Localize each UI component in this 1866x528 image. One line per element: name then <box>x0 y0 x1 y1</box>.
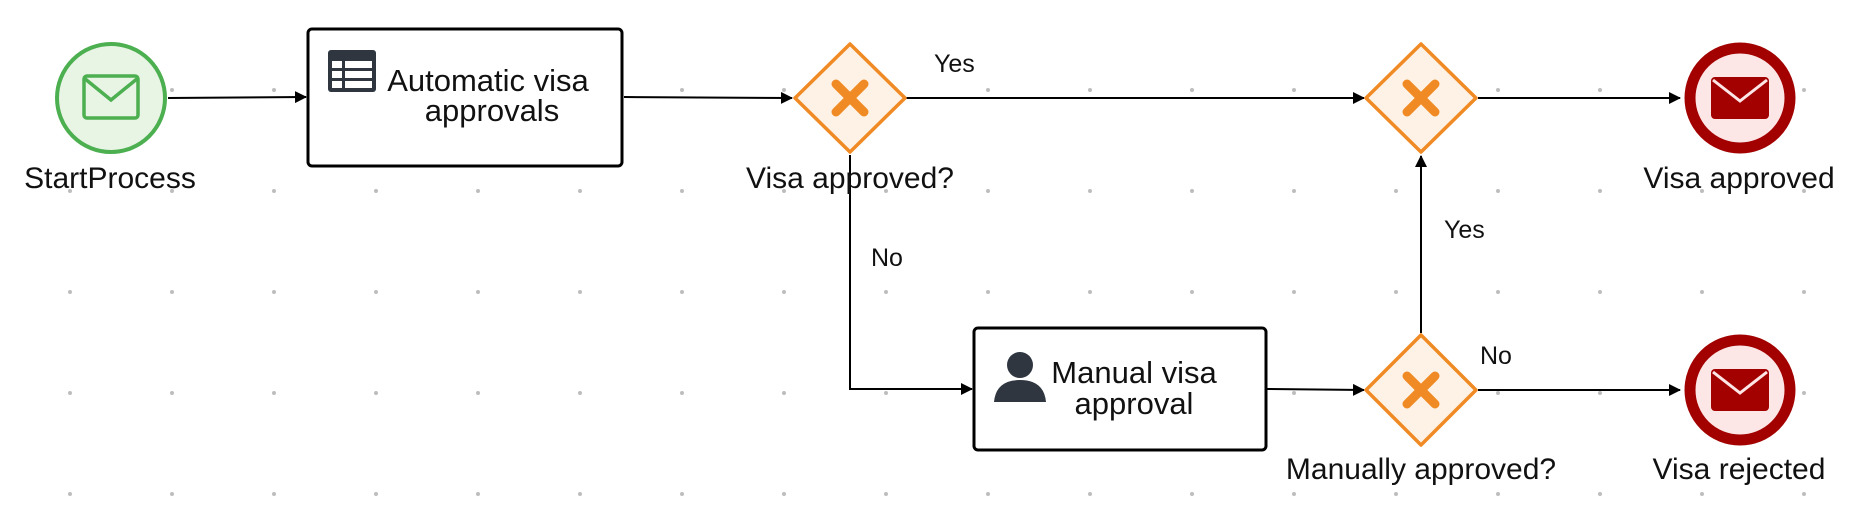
flow-label-visa-yes: Yes <box>934 50 975 78</box>
end-approved-label: Visa approved <box>1643 162 1834 195</box>
gateway-merge[interactable] <box>1364 42 1478 154</box>
auto-task-line1: Automatic visa <box>387 63 589 98</box>
exclusive-x-icon <box>831 79 869 117</box>
gateway-visa-label: Visa approved? <box>746 162 954 195</box>
start-event-label: StartProcess <box>24 162 196 195</box>
flow-visa-no[interactable] <box>849 155 973 395</box>
decision-table-icon <box>328 50 376 92</box>
manual-task-line2: approval <box>1075 386 1194 421</box>
flow-auto-to-gateway[interactable] <box>623 91 793 104</box>
exclusive-x-icon <box>1402 79 1440 117</box>
envelope-icon <box>82 74 140 120</box>
end-rejected-label: Visa rejected <box>1653 453 1826 486</box>
task-manual-visa-approval[interactable]: Manual visa approval <box>972 326 1268 452</box>
user-icon <box>994 352 1046 402</box>
flow-manual-to-gateway[interactable] <box>1265 383 1365 396</box>
flow-label-manual-no: No <box>1480 342 1512 370</box>
envelope-filled-icon <box>1711 77 1769 119</box>
end-event-visa-approved[interactable] <box>1684 42 1796 154</box>
gateway-manually-approved[interactable] <box>1364 333 1478 447</box>
flow-label-manual-yes: Yes <box>1444 216 1485 244</box>
flow-start-to-auto[interactable] <box>167 91 307 104</box>
auto-task-line2: approvals <box>425 93 559 128</box>
sequence-flows <box>167 91 1681 396</box>
gateway-visa-approved[interactable] <box>793 42 907 154</box>
exclusive-x-icon <box>1402 371 1440 409</box>
envelope-filled-icon <box>1711 369 1769 411</box>
manual-task-line1: Manual visa <box>1051 355 1217 390</box>
end-event-visa-rejected[interactable] <box>1684 334 1796 446</box>
flow-label-visa-no: No <box>871 244 903 272</box>
task-automatic-visa-approvals[interactable]: Automatic visa approvals <box>306 27 624 168</box>
start-event[interactable] <box>55 42 167 154</box>
gateway-manual-label: Manually approved? <box>1286 453 1556 486</box>
